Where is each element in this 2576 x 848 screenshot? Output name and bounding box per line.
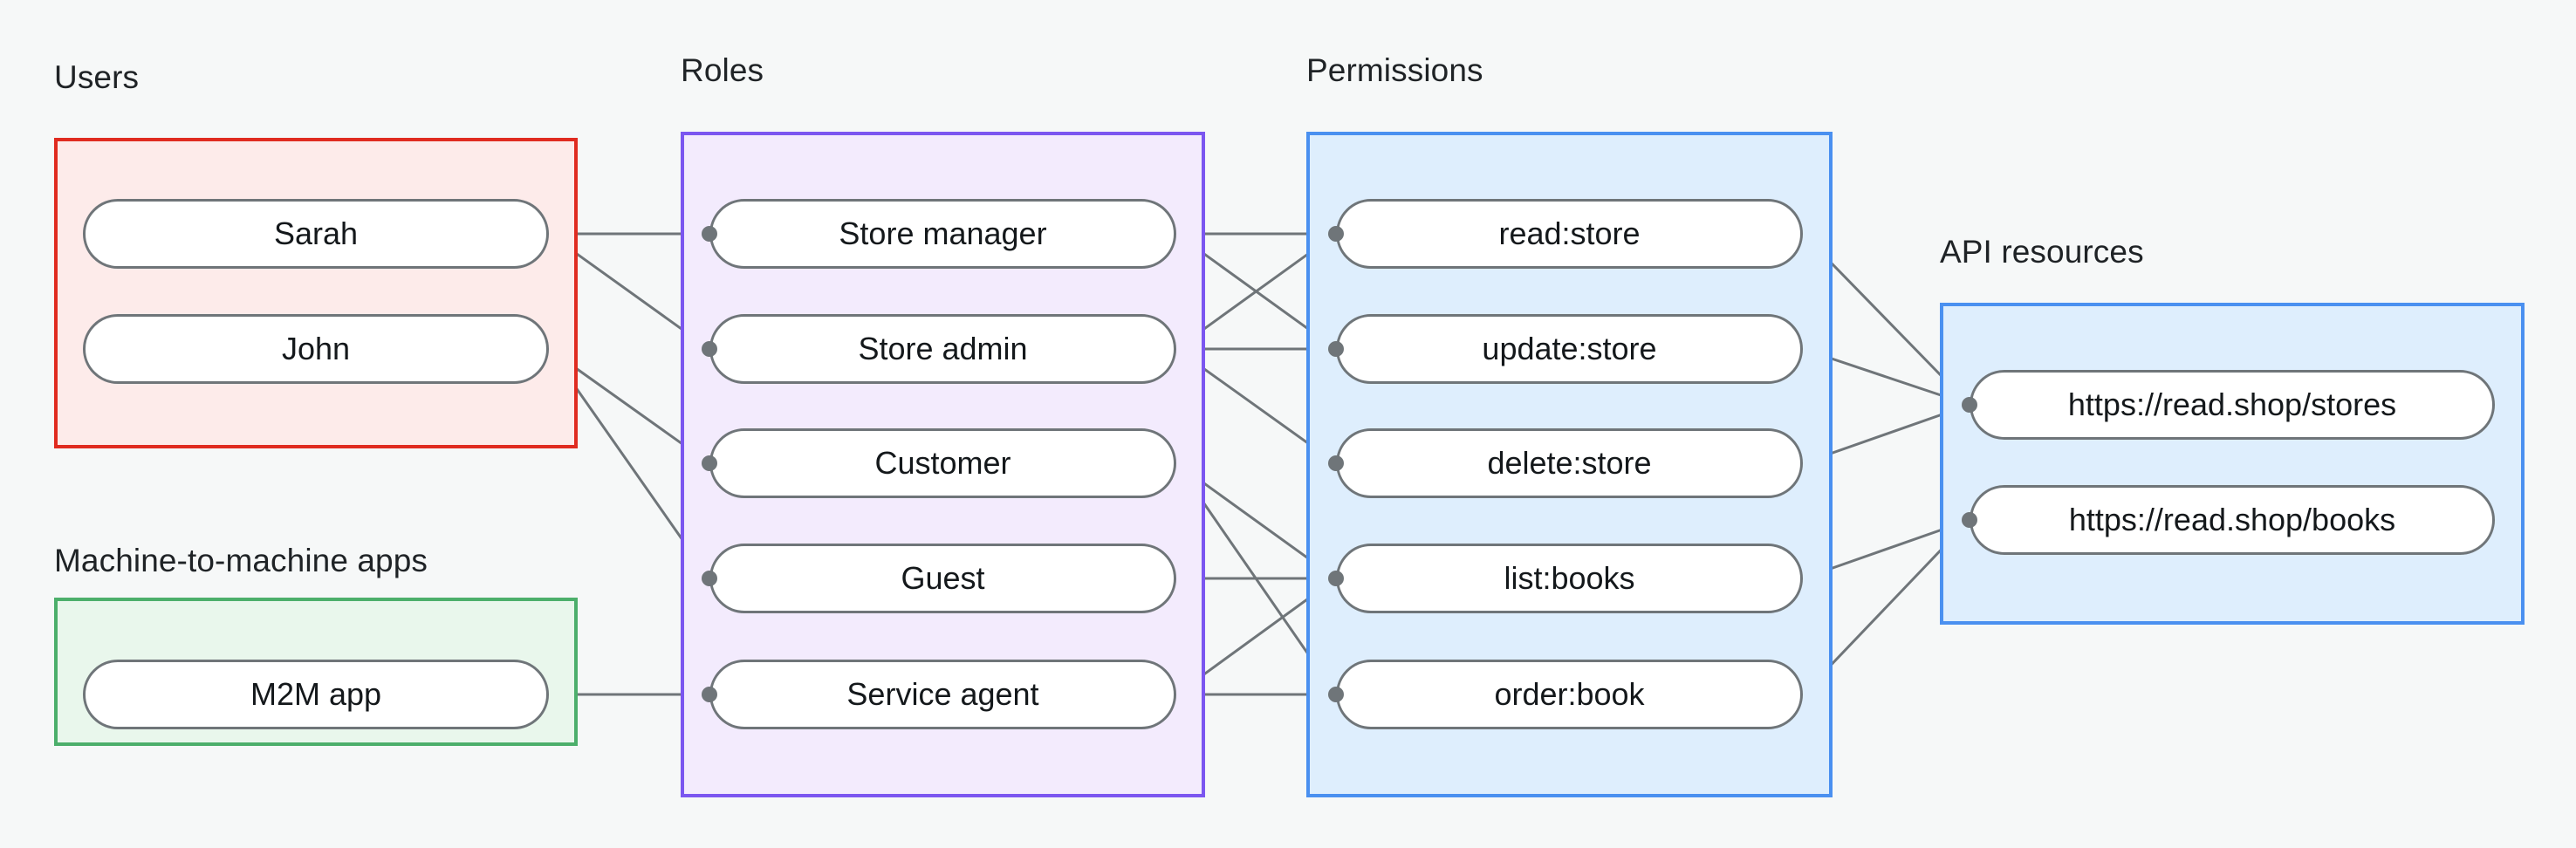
- group-title-roles: Roles: [681, 52, 764, 88]
- connector-dot-order_book: [1328, 687, 1344, 702]
- group-title-users: Users: [54, 59, 140, 95]
- connector-dot-customer: [702, 455, 717, 471]
- node-res_stores[interactable]: https://read.shop/stores: [1970, 370, 2495, 440]
- node-order_book[interactable]: order:book: [1336, 660, 1803, 729]
- node-store_manager[interactable]: Store manager: [709, 199, 1176, 269]
- node-label-store_admin: Store admin: [858, 331, 1028, 366]
- node-john[interactable]: John: [83, 314, 549, 384]
- connector-dot-store_admin: [702, 341, 717, 357]
- node-store_admin[interactable]: Store admin: [709, 314, 1176, 384]
- node-label-service_agent: Service agent: [846, 676, 1039, 712]
- connector-dot-update_store: [1328, 341, 1344, 357]
- node-label-john: John: [281, 331, 351, 366]
- node-update_store[interactable]: update:store: [1336, 314, 1803, 384]
- node-list_books[interactable]: list:books: [1336, 544, 1803, 613]
- group-title-api_resources: API resources: [1940, 234, 2144, 270]
- node-label-update_store: update:store: [1482, 331, 1657, 366]
- group-box-api_resources: [1940, 303, 2525, 625]
- node-label-read_store: read:store: [1498, 215, 1641, 251]
- node-label-sarah: Sarah: [273, 215, 359, 251]
- connector-dot-read_store: [1328, 226, 1344, 242]
- node-label-list_books: list:books: [1504, 560, 1635, 596]
- node-label-order_book: order:book: [1494, 676, 1645, 712]
- node-service_agent[interactable]: Service agent: [709, 660, 1176, 729]
- node-sarah[interactable]: Sarah: [83, 199, 549, 269]
- node-label-res_books: https://read.shop/books: [2068, 502, 2396, 537]
- node-res_books[interactable]: https://read.shop/books: [1970, 485, 2495, 555]
- node-label-delete_store: delete:store: [1487, 445, 1652, 481]
- connector-dot-delete_store: [1328, 455, 1344, 471]
- connector-dot-list_books: [1328, 571, 1344, 586]
- group-box-users: [54, 138, 578, 448]
- node-label-guest: Guest: [901, 560, 985, 596]
- node-label-res_stores: https://read.shop/stores: [2067, 386, 2397, 422]
- connector-dot-store_manager: [702, 226, 717, 242]
- node-read_store[interactable]: read:store: [1336, 199, 1803, 269]
- node-label-m2m_app: M2M app: [250, 676, 382, 712]
- node-m2m_app[interactable]: M2M app: [83, 660, 549, 729]
- node-guest[interactable]: Guest: [709, 544, 1176, 613]
- node-customer[interactable]: Customer: [709, 428, 1176, 498]
- node-delete_store[interactable]: delete:store: [1336, 428, 1803, 498]
- group-title-m2m: Machine-to-machine apps: [54, 543, 428, 578]
- node-label-customer: Customer: [874, 445, 1011, 481]
- node-label-store_manager: Store manager: [839, 215, 1047, 251]
- connector-dot-res_books: [1962, 512, 1977, 528]
- connector-dot-guest: [702, 571, 717, 586]
- connector-dot-res_stores: [1962, 397, 1977, 413]
- group-title-permissions: Permissions: [1306, 52, 1483, 88]
- connector-dot-service_agent: [702, 687, 717, 702]
